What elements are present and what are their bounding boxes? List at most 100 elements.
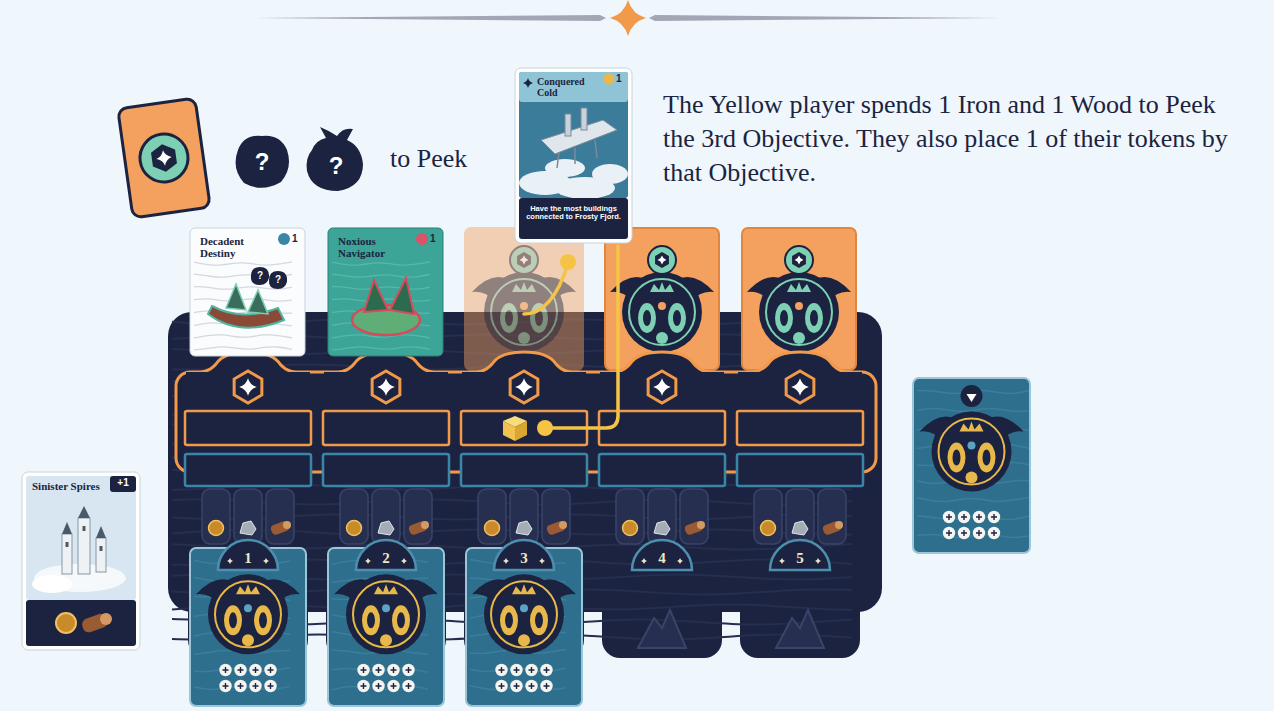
objective-card-face-down <box>766 279 832 345</box>
objective-card-back <box>253 667 259 673</box>
resource-slot <box>559 521 567 529</box>
objective-card-face-down <box>792 252 806 268</box>
player-token <box>503 421 515 441</box>
objective-card-face-down <box>505 310 513 326</box>
objective-card-back <box>973 511 985 523</box>
objective-card-face-down <box>518 332 530 344</box>
leader-line <box>545 246 618 428</box>
objective-card-back <box>334 574 438 654</box>
objective-card-back <box>234 664 246 676</box>
token-slot <box>185 454 863 486</box>
objective-card-back <box>484 574 564 654</box>
card-illustration <box>32 575 72 593</box>
objective-card-face-down <box>610 246 714 352</box>
objective-card-back <box>943 527 955 539</box>
card-illustration <box>194 262 292 265</box>
objective-row <box>323 411 449 445</box>
objective-card-back <box>953 450 961 466</box>
card-name: Noxious Navigator <box>338 235 410 259</box>
objective-card-back <box>500 605 518 635</box>
objective-card-face-down <box>673 310 681 326</box>
objective-card-back <box>518 634 530 646</box>
objective-card-back <box>376 683 382 689</box>
card-illustration <box>83 526 86 531</box>
objective-card-back <box>917 535 1029 538</box>
card-illustration <box>96 538 106 572</box>
resource-slot <box>754 489 782 544</box>
objective-card-face-down <box>643 310 651 326</box>
resource-slot <box>542 489 570 544</box>
slot-number-tab <box>401 558 407 564</box>
objective-card-back <box>466 548 582 706</box>
resource-slot <box>818 489 846 544</box>
objective-card-face-down <box>775 303 793 333</box>
slot-number-tab <box>365 558 371 564</box>
objective-card-back <box>387 680 399 692</box>
slot-number-tab <box>539 558 545 564</box>
objective-card-back <box>253 683 259 689</box>
objective-card-back <box>367 612 375 628</box>
objective-card-back <box>361 667 367 673</box>
leader-line <box>524 246 618 436</box>
building-card: Sinister Spires+1 <box>22 472 140 650</box>
resource-slot <box>266 489 294 544</box>
resource-slot <box>478 489 506 544</box>
objective-card-face-down <box>658 302 666 310</box>
objective-card-face-down <box>780 310 788 326</box>
resource-slot <box>202 489 230 544</box>
card-illustration <box>519 198 628 239</box>
objective-row <box>377 378 395 396</box>
objective-row <box>515 378 533 396</box>
objective-card-back <box>960 422 984 432</box>
token-slot <box>737 454 863 486</box>
objective-card-back <box>249 680 261 692</box>
card-illustration <box>565 114 571 136</box>
slot-number-tab <box>218 540 278 570</box>
slot-number-tab <box>641 558 647 564</box>
slot-number-tab <box>632 540 692 570</box>
card-illustration <box>523 78 533 88</box>
card-value: ? <box>254 270 266 281</box>
objective-card-back <box>392 605 410 635</box>
card-name: Decadent Destiny <box>200 235 268 259</box>
card-illustration <box>66 542 69 547</box>
objective-card-back <box>190 548 306 706</box>
objective-card-back <box>968 442 976 450</box>
title-rule <box>610 0 646 36</box>
objective-card-face-down <box>747 246 851 352</box>
card-illustration <box>226 284 246 310</box>
resource-slot <box>340 489 368 544</box>
objective-card-back <box>491 581 557 647</box>
resource-slot <box>372 489 400 544</box>
slot-number: 1 <box>244 550 252 567</box>
objective-card-back <box>238 683 244 689</box>
unknown-resource-icon <box>307 127 363 191</box>
objective-card-back <box>948 443 966 473</box>
title-rule <box>255 15 606 21</box>
objective-card-back <box>505 612 513 628</box>
objective-card-face-down <box>650 282 674 292</box>
objective-row <box>185 411 311 445</box>
objective-card-back <box>328 548 444 706</box>
objective-card-back <box>208 574 288 654</box>
game-board <box>168 312 882 658</box>
peek-cost-card <box>118 98 211 218</box>
leader-line <box>560 254 576 270</box>
objective-card-back <box>943 511 955 523</box>
card-illustration <box>557 140 597 168</box>
card-illustration <box>22 472 140 650</box>
game-board <box>602 540 722 658</box>
slot-number-tab <box>815 558 821 564</box>
objective-card-face-down <box>787 282 811 292</box>
objective-card-back <box>406 667 412 673</box>
objective-card-back <box>976 530 982 536</box>
objective-card-back <box>372 664 384 676</box>
card-illustration <box>190 228 305 356</box>
objective-card-back <box>530 605 548 635</box>
slot-number: 4 <box>658 550 666 567</box>
card-illustration <box>332 262 430 265</box>
objective-card-back <box>991 530 997 536</box>
objective-card-back <box>402 680 414 692</box>
card-illustration <box>110 476 136 492</box>
leader-line <box>524 264 568 314</box>
